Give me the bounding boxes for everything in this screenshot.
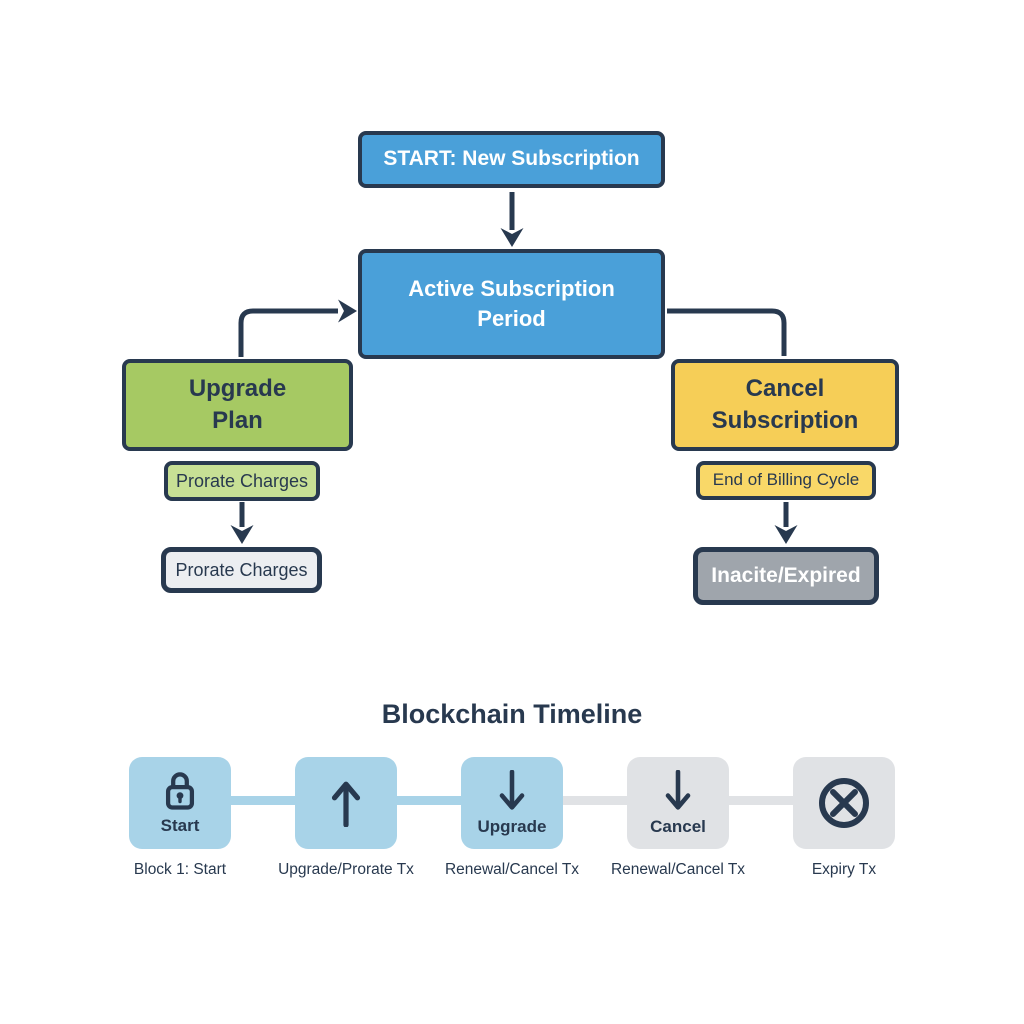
inactive-expired-label: Inacite/Expired xyxy=(711,563,861,587)
start-node-label: START: New Subscription xyxy=(383,147,640,171)
timeline-title: Blockchain Timeline xyxy=(381,699,643,729)
cancel-node-line2: Subscription xyxy=(711,407,859,434)
active-node-line2: Period xyxy=(477,306,546,331)
timeline-caption: Block 1: Start xyxy=(133,861,227,878)
arrow-up-icon xyxy=(331,781,361,827)
arrow-down-icon xyxy=(499,769,525,810)
timeline-block-expiry xyxy=(793,757,895,849)
upgrade-plan-node: Upgrade Plan xyxy=(122,359,353,451)
timeline-block-renewal: Upgrade xyxy=(461,757,563,849)
cancel-subscription-node: Cancel Subscription xyxy=(671,359,899,451)
timeline-block-start: Start xyxy=(129,757,231,849)
timeline-block-inner-label: Start xyxy=(160,816,200,835)
end-of-billing-cycle-node: End of Billing Cycle xyxy=(696,461,876,500)
arrowhead-down-3 xyxy=(774,525,798,544)
timeline-block-inner-label: Cancel xyxy=(650,816,706,836)
arrowhead-down-2 xyxy=(230,525,254,544)
arrow-down-icon xyxy=(665,769,691,810)
timeline-caption: Upgrade/Prorate Tx xyxy=(278,861,414,878)
timeline-block-inner-label: Upgrade xyxy=(477,816,547,836)
active-node-line1: Active Subscription xyxy=(408,276,615,302)
timeline-caption: Expiry Tx xyxy=(811,861,877,878)
start-node: START: New Subscription xyxy=(358,131,665,188)
prorate-charges-result-node: Prorate Charges xyxy=(161,547,322,593)
arrow-upgrade-to-active xyxy=(238,308,338,357)
billing-cycle-label: End of Billing Cycle xyxy=(712,470,860,490)
active-subscription-node: Active Subscription Period xyxy=(358,249,665,359)
line-active-to-cancel xyxy=(667,308,787,356)
upgrade-node-line2: Plan xyxy=(212,407,263,434)
circle-x-icon xyxy=(819,778,869,828)
timeline-block-upgrade-tx xyxy=(295,757,397,849)
arrowhead-down-1 xyxy=(500,228,524,247)
timeline-block-cancel: Cancel xyxy=(627,757,729,849)
inactive-expired-node: Inacite/Expired xyxy=(693,547,879,605)
timeline-caption: Renewal/Cancel Tx xyxy=(444,861,580,878)
upgrade-node-line1: Upgrade xyxy=(188,374,287,402)
timeline-caption: Renewal/Cancel Tx xyxy=(610,861,746,878)
prorate-charges-label: Prorate Charges xyxy=(175,470,309,491)
prorate-charges-node: Prorate Charges xyxy=(164,461,320,501)
arrowhead-right-1 xyxy=(338,299,357,323)
lock-icon xyxy=(165,772,195,810)
prorate-charges-result-label: Prorate Charges xyxy=(175,559,308,580)
cancel-node-line1: Cancel xyxy=(745,374,825,402)
